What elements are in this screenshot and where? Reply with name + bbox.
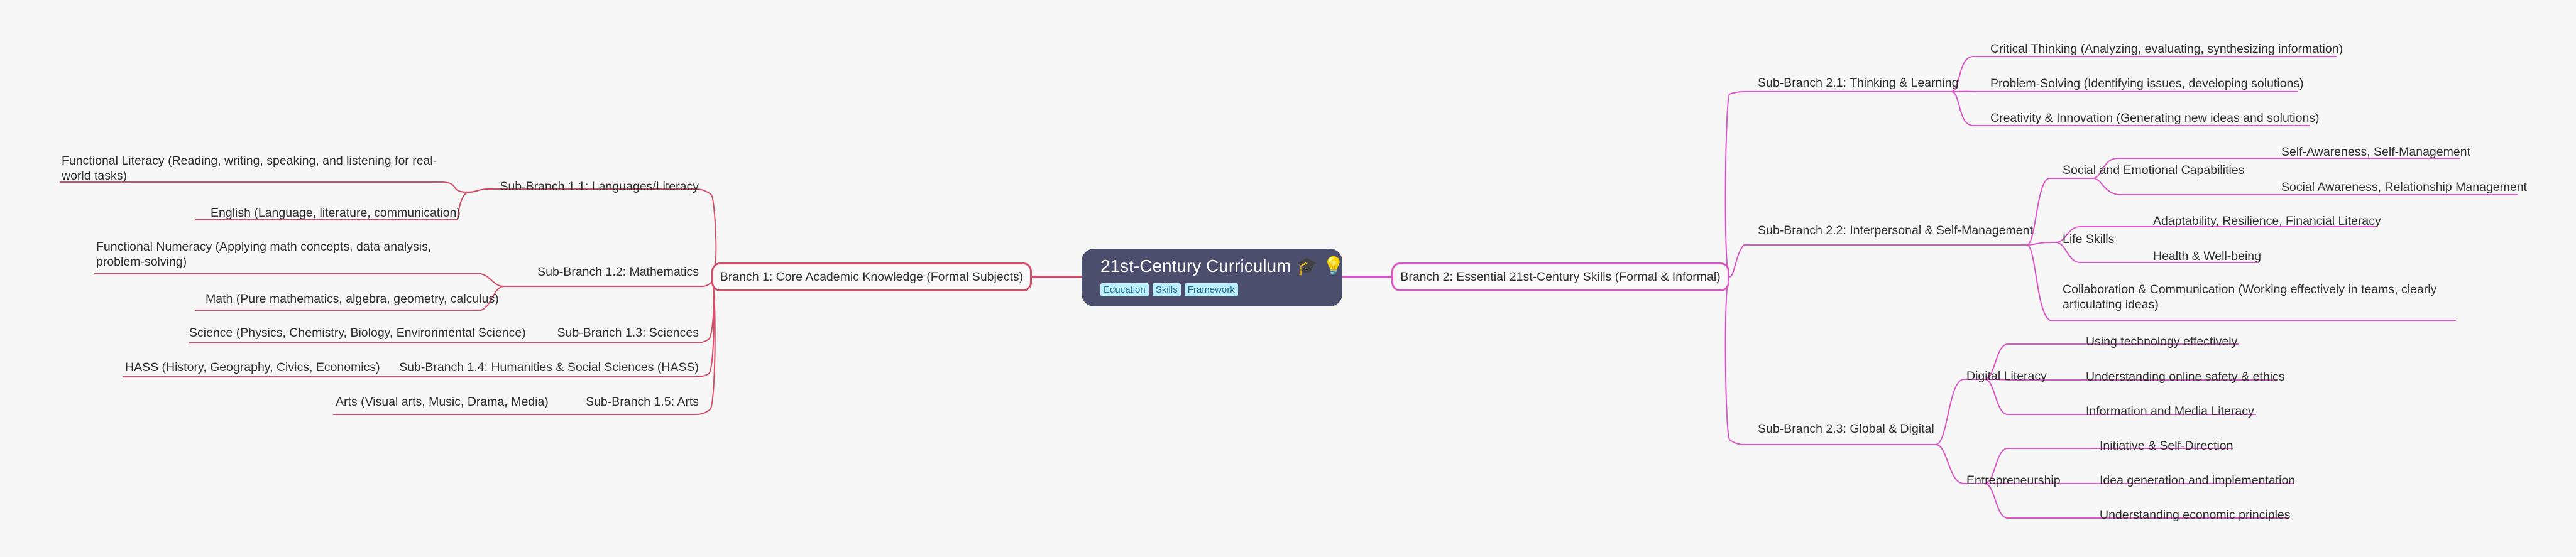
node-life-skills[interactable]: Life Skills [2063, 232, 2115, 246]
sub-branch-1-4[interactable]: Sub-Branch 1.4: Humanities & Social Scie… [399, 360, 699, 374]
node-social-emotional[interactable]: Social and Emotional Capabilities [2063, 163, 2245, 177]
leaf-arts[interactable]: Arts (Visual arts, Music, Drama, Media) [336, 395, 549, 409]
root-title-text: 21st-Century Curriculum [1100, 256, 1291, 276]
branch-2-node[interactable]: Branch 2: Essential 21st-Century Skills … [1391, 262, 1729, 291]
node-digital-literacy[interactable]: Digital Literacy [1966, 369, 2047, 383]
leaf-economic-principles[interactable]: Understanding economic principles [2100, 508, 2291, 522]
sub-branch-1-5[interactable]: Sub-Branch 1.5: Arts [586, 395, 699, 409]
branch-2-label: Branch 2: Essential 21st-Century Skills … [1400, 269, 1721, 284]
branch-1-node[interactable]: Branch 1: Core Academic Knowledge (Forma… [711, 262, 1032, 291]
branch-1-label: Branch 1: Core Academic Knowledge (Forma… [720, 269, 1024, 284]
leaf-using-technology[interactable]: Using technology effectively [2086, 335, 2238, 349]
leaf-hass[interactable]: HASS (History, Geography, Civics, Econom… [125, 360, 380, 374]
leaf-initiative[interactable]: Initiative & Self-Direction [2100, 439, 2233, 453]
leaf-critical-thinking[interactable]: Critical Thinking (Analyzing, evaluating… [1990, 42, 2343, 56]
leaf-functional-numeracy[interactable]: Functional Numeracy (Applying math conce… [96, 240, 432, 269]
leaf-math[interactable]: Math (Pure mathematics, algebra, geometr… [206, 292, 499, 306]
leaf-adaptability[interactable]: Adaptability, Resilience, Financial Lite… [2153, 214, 2381, 228]
leaf-collaboration[interactable]: Collaboration & Communication (Working e… [2063, 283, 2437, 311]
tag: Skills [1152, 283, 1181, 296]
leaf-problem-solving[interactable]: Problem-Solving (Identifying issues, dev… [1990, 77, 2304, 90]
leaf-creativity[interactable]: Creativity & Innovation (Generating new … [1990, 111, 2320, 125]
tag-list: Education Skills Framework [1100, 283, 1342, 296]
root-node[interactable]: 21st-Century Curriculum 🎓 💡 Education Sk… [1082, 249, 1345, 306]
leaf-online-safety[interactable]: Understanding online safety & ethics [2086, 370, 2285, 384]
leaf-english[interactable]: English (Language, literature, communica… [211, 206, 461, 220]
leaf-self-awareness[interactable]: Self-Awareness, Self-Management [2281, 145, 2470, 159]
sub-branch-1-3[interactable]: Sub-Branch 1.3: Sciences [557, 326, 699, 340]
graduation-cap-bulb-icon: 🎓 💡 [1296, 256, 1345, 276]
leaf-health[interactable]: Health & Well-being [2153, 249, 2261, 263]
sub-branch-2-3[interactable]: Sub-Branch 2.3: Global & Digital [1758, 422, 1934, 436]
node-entrepreneurship[interactable]: Entrepreneurship [1966, 473, 2061, 487]
leaf-idea-generation[interactable]: Idea generation and implementation [2100, 473, 2296, 487]
tag: Framework [1184, 283, 1238, 296]
leaf-science[interactable]: Science (Physics, Chemistry, Biology, En… [189, 326, 526, 340]
sub-branch-1-2[interactable]: Sub-Branch 1.2: Mathematics [537, 265, 699, 279]
sub-branch-2-1[interactable]: Sub-Branch 2.1: Thinking & Learning [1758, 76, 1959, 90]
root-title: 21st-Century Curriculum 🎓 💡 [1100, 255, 1345, 278]
sub-branch-2-2[interactable]: Sub-Branch 2.2: Interpersonal & Self-Man… [1758, 224, 2033, 237]
sub-branch-1-1[interactable]: Sub-Branch 1.1: Languages/Literacy [500, 180, 699, 193]
leaf-social-awareness[interactable]: Social Awareness, Relationship Managemen… [2281, 180, 2527, 194]
leaf-media-literacy[interactable]: Information and Media Literacy [2086, 404, 2254, 418]
tag: Education [1100, 283, 1149, 296]
leaf-functional-literacy[interactable]: Functional Literacy (Reading, writing, s… [62, 154, 437, 183]
